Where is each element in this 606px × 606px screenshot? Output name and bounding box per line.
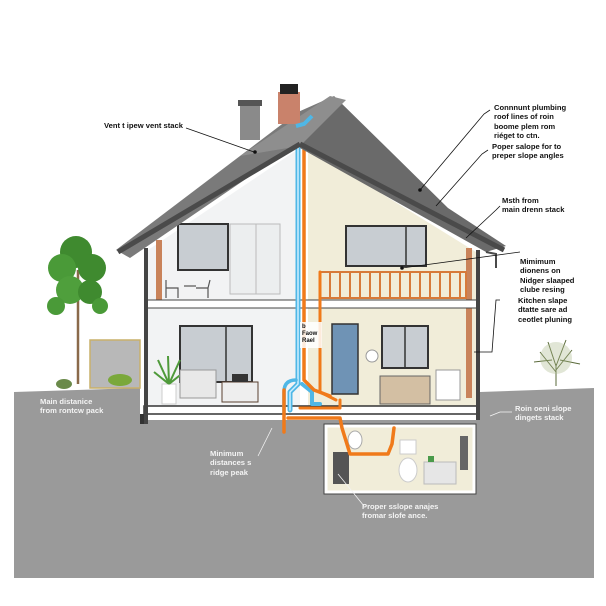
drain-pipe (282, 148, 396, 456)
label-proper-slope-basement: Proper sslope anajes fromar slofe ance. (362, 502, 439, 521)
label-main-drain: Msth from main drenn stack (502, 196, 565, 215)
tree-left (47, 236, 108, 384)
label-minimum-ridge: Mimimum dionens on Nidger slaaped clube … (520, 257, 575, 295)
dresser (179, 369, 217, 399)
roof-trim-right (298, 141, 506, 253)
balcony-railing (319, 271, 467, 299)
front-door (331, 323, 359, 395)
dining-set-upper (165, 279, 211, 298)
roof-right (300, 96, 506, 252)
label-right-slope-stack: Roin oeni slope dingets stack (515, 404, 572, 423)
label-main-distance: Main distanice from rontcw pack (40, 397, 104, 416)
leader-lines (185, 109, 521, 353)
label-minimum-distances: Minimum distances s ridge peak (210, 449, 252, 477)
plant (153, 355, 185, 385)
water-heater (333, 452, 349, 484)
kitchen-island (379, 375, 431, 405)
shrub-right (533, 339, 581, 386)
basement-toilet (398, 457, 418, 483)
plant-pot (161, 383, 177, 405)
chimney-brick (278, 92, 300, 124)
label-kitchen-slope: Kitchen slape dtatte sare ad ceotlet plu… (518, 296, 572, 324)
window-upper-right (345, 225, 427, 267)
kitchen-sink-cabinet (435, 369, 461, 401)
label-vent-stack: Vent t ipew vent stack (104, 121, 183, 130)
label-proper-slope-roof: Poper salope for to preper slope angles (492, 142, 564, 161)
leader-lines-light (257, 411, 512, 507)
basement-cabinet (423, 461, 457, 485)
roof-trim-left (116, 141, 302, 255)
tv-console (221, 381, 259, 403)
window-upper-left (177, 223, 229, 271)
label-connect-plumbing: Connnunt plumbing roof lines of roin boo… (494, 103, 567, 141)
label-pipe-tag: b Faow Rael (302, 324, 318, 344)
upper-floor-slab (145, 299, 479, 309)
chimney-stone (240, 104, 260, 140)
